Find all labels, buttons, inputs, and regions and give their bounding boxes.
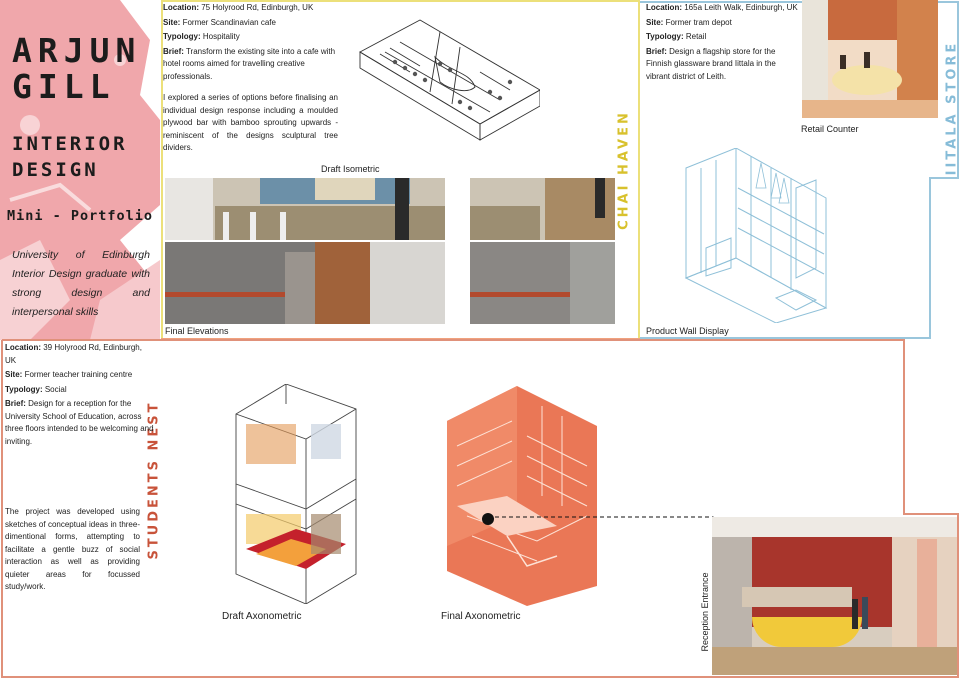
chai-caption-elevations: Final Elevations [165,326,229,336]
chai-typology: Typology: Hospitality [163,32,240,41]
iitala-site: Site: Former tram depot [646,17,732,27]
iitala-location: Location: 165a Leith Walk, Edinburgh, UK [646,3,798,12]
mini-portfolio-label: Mini - Portfolio [7,208,154,224]
students-site: Site: Former teacher training centre [5,370,133,379]
chai-brief: Brief: Transform the existing site into … [163,46,336,81]
students-reception-render [712,517,957,675]
chai-elevation-2 [165,242,445,324]
cover-panel: ARJUN GILL INTERIOR DESIGN Mini - Portfo… [0,0,160,340]
title-line2: DESIGN [12,159,99,181]
students-typology: Typology: Social [5,384,67,394]
chai-body: I explored a series of options before fi… [163,93,338,152]
chai-site: Site: Former Scandinavian cafe [163,17,276,27]
students-location: Location: 39 Holyrood Rd, Edinburgh, UK [5,343,142,365]
chai-haven-info: Location: 75 Holyrood Rd, Edinburgh, UK … [163,2,338,155]
iitala-brief: Brief: Design a flagship store for the F… [646,46,776,81]
students-body: The project was developed using sketches… [5,507,140,591]
students-brief: Brief: Design for a reception for the Un… [5,399,154,446]
students-info: Location: 39 Holyrood Rd, Edinburgh, UK … [5,342,155,448]
chai-caption-isometric: Draft Isometric [321,164,380,174]
iitala-info: Location: 165a Leith Walk, Edinburgh, UK… [646,2,802,83]
cover-background-art [0,0,160,340]
students-final-axonometric [447,386,597,606]
students-caption-final: Final Axonometric [441,611,521,622]
name-first: ARJUN [12,31,142,70]
chai-location: Location: 75 Holyrood Rd, Edinburgh, UK [163,3,314,12]
iitala-caption-counter: Retail Counter [801,124,859,134]
chai-elevation-4 [470,242,615,324]
iitala-product-wall-drawing [684,148,828,323]
name-last: GILL [12,67,116,106]
chai-draft-isometric [359,19,540,141]
students-caption-reception: Reception Entrance [700,572,710,652]
chai-elevation-1 [165,178,445,240]
students-caption-draft: Draft Axonometric [222,611,302,622]
iitala-typology: Typology: Retail [646,32,707,41]
tagline: University of Edinburgh Interior Design … [12,249,150,318]
chai-elevation-3 [470,178,615,240]
students-draft-axonometric [235,384,357,604]
title-line1: INTERIOR [12,133,128,155]
iitala-retail-counter-render [802,0,938,118]
iitala-caption-wall: Product Wall Display [646,326,729,336]
